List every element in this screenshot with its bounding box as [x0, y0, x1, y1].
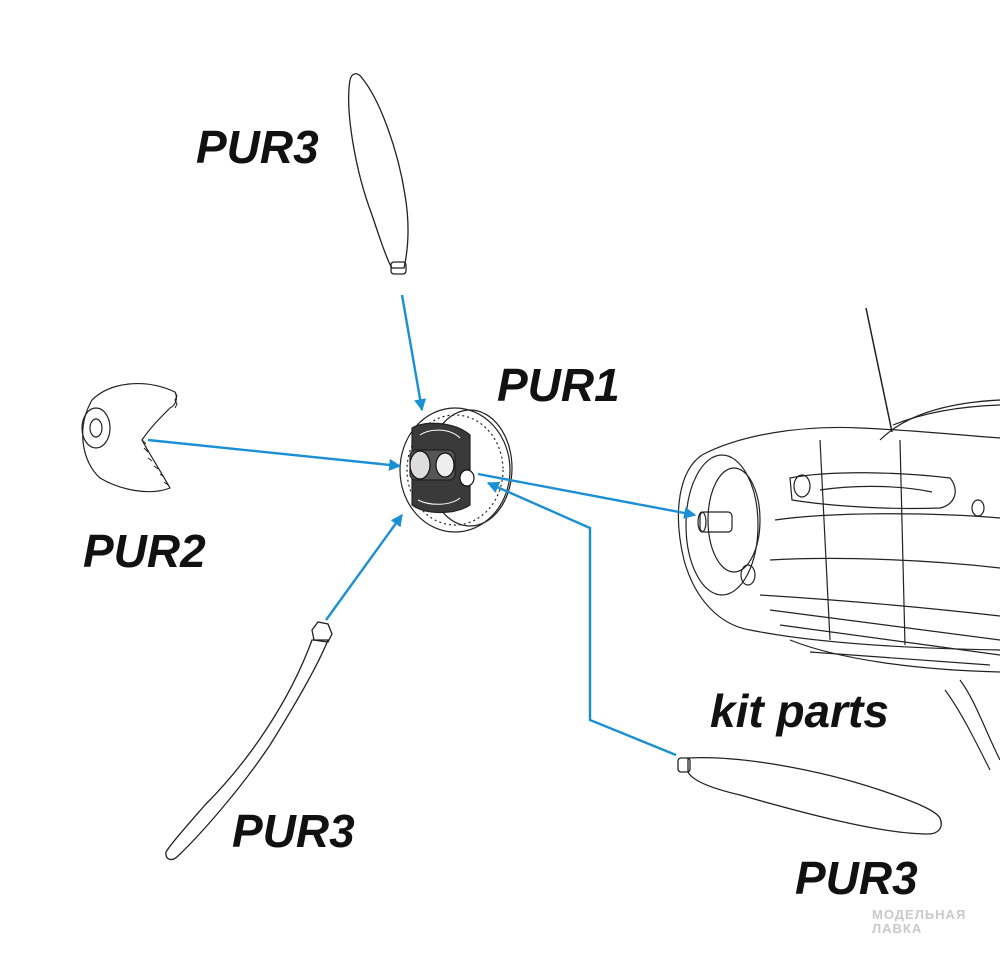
spinner-cap-part — [81, 382, 178, 493]
label-pur1: PUR1 — [497, 359, 620, 411]
watermark: МОДЕЛЬНАЯ ЛАВКА — [872, 908, 966, 936]
arrow-top-blade-to-hub — [400, 294, 427, 412]
label-pur3-bottom-right: PUR3 — [795, 852, 918, 904]
arrow-right-blade-to-hub — [486, 481, 677, 757]
arrow-lower-blade-to-hub — [325, 514, 403, 621]
watermark-line-2: ЛАВКА — [872, 921, 923, 936]
propeller-blade-bottom-left — [165, 621, 333, 861]
arrow-hub-to-aircraft — [477, 472, 697, 519]
assembly-arrows — [147, 294, 697, 757]
watermark-line-1: МОДЕЛЬНАЯ — [872, 907, 967, 922]
label-pur3-top: PUR3 — [196, 121, 319, 173]
propeller-blade-bottom-right — [677, 756, 942, 835]
label-pur3-bottom-left: PUR3 — [232, 805, 355, 857]
arrow-spinner-to-hub — [147, 438, 402, 471]
aircraft-nose — [677, 307, 1000, 771]
propeller-hub — [399, 407, 513, 533]
label-kit-parts: kit parts — [710, 685, 889, 737]
propeller-blade-top — [348, 73, 409, 275]
label-pur2: PUR2 — [83, 525, 206, 577]
